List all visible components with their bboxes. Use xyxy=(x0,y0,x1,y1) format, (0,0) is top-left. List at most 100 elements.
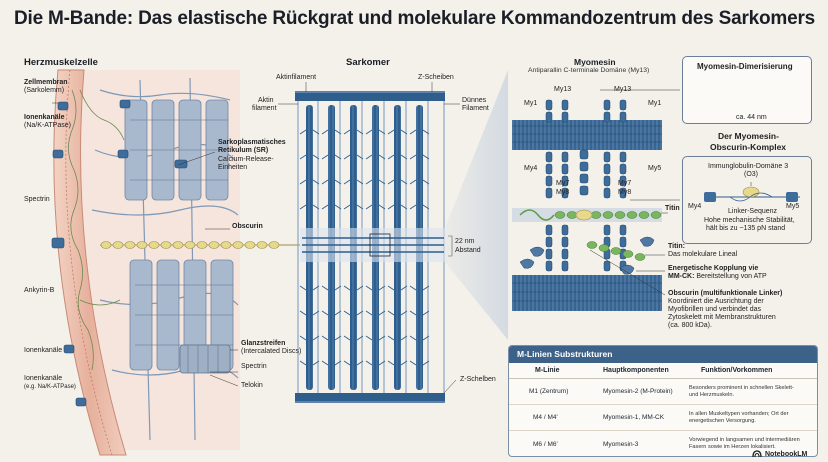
label-kopplung-1: Energetische Kopplung vie xyxy=(668,265,759,272)
label-mm-ck: MM-CK: xyxy=(668,273,695,280)
label-abstand: Abstand xyxy=(455,247,481,254)
label-atp: Bereitstellung von ATP xyxy=(696,273,767,280)
label-my4-left: My4 xyxy=(524,165,538,172)
label-kopplung-2: MM-CK: Bereitstellung von ATP xyxy=(668,273,767,281)
cardiomyocyte-illustration xyxy=(51,69,300,456)
notebooklm-label: NotebookLM xyxy=(765,450,808,458)
label-spectrin-right: Spectrin xyxy=(241,363,267,370)
table-cell-components: Myomesin-1, MM-CK xyxy=(603,414,665,421)
label-calcium-release: Calcium-Release- xyxy=(218,156,274,163)
complex-illustration xyxy=(704,182,800,202)
label-obscurin-left: Obscurin xyxy=(232,223,263,230)
table-cell-function-line-1: Besonders prominent in schnellen Skelett… xyxy=(689,384,794,391)
table-header-hauptkomponenten: Hauptkomponenten xyxy=(603,367,669,374)
label-my8-left: My8 xyxy=(556,189,570,196)
label-obscurin-desc-3: Myofibrillen und verbindet das xyxy=(668,306,761,313)
table-cell-line: M1 (Zentrum) xyxy=(529,388,569,395)
complex-my4: My4 xyxy=(688,203,702,210)
table-cell-function-line-2: Fasern sowie im Herzen lokalisiert. xyxy=(689,444,776,450)
heading-myomesin: Myomesin xyxy=(574,57,616,67)
table-title: M-Linien Substrukturen xyxy=(509,346,817,363)
m-line-table: M-Linien Substrukturen M-Linie Hauptkomp… xyxy=(508,345,818,457)
notebooklm-logo-icon xyxy=(752,450,762,458)
heading-herzmuskelzelle: Herzmuskelzelle xyxy=(24,57,98,68)
label-sarkolemm: (Sarkolemm) xyxy=(24,87,65,94)
table-cell-function: Besonders prominent in schnellen Skelett… xyxy=(685,385,817,399)
table-cell-function-line-2: und Herzmuskeln. xyxy=(689,391,735,398)
label-my1-right: My1 xyxy=(648,100,662,107)
label-sr-1: Sarkoplasmatisches xyxy=(218,139,286,146)
myomesin-detail-illustration xyxy=(512,89,680,311)
label-obscurin-desc-2: Koordiniert die Ausrichtung der xyxy=(668,298,764,305)
label-ionenkanaele-top: Ionenkanäle xyxy=(24,114,65,121)
dimerization-length: ca. 44 nm xyxy=(736,114,767,121)
label-obscurin-desc-5: (ca. 800 kDa). xyxy=(668,322,712,329)
label-obscurin-desc-1: Obscurin (multifunktionale Linker) xyxy=(668,290,783,297)
table-cell-function-line-2: energetischen Versorgung. xyxy=(689,417,756,424)
table-cell-function-line-1: Vorwiegend in langsamen und intermediäre… xyxy=(689,437,800,443)
label-aktinfilament-top: Aktinfilament xyxy=(276,74,317,81)
table-cell-components: Myomesin-3 xyxy=(603,440,639,448)
label-duennes: Dünnes xyxy=(462,97,487,104)
label-sr-2: Retikulum (SR) xyxy=(218,147,269,154)
label-na-k-atpase: (Na/K-ATPase) xyxy=(24,122,71,129)
complex-o3: (O3) xyxy=(744,171,758,178)
table-cell-function-line-1: In allen Muskeltypen vorhanden; Ort der xyxy=(689,410,789,417)
table-header-funktion: Funktion/Vorkommen xyxy=(701,366,773,374)
page-title: Die M-Bande: Das elastische Rückgrat und… xyxy=(14,8,816,29)
dimerization-box xyxy=(682,56,812,124)
complex-title-2: Obscurin-Komplex xyxy=(710,142,787,152)
notebooklm-brand: NotebookLM xyxy=(752,450,807,458)
label-z-scheiben-bottom: Z-Schelben xyxy=(460,376,496,383)
complex-ig-domain: Immunglobulin-Domäne 3 xyxy=(708,163,789,170)
label-my13-right: My13 xyxy=(614,86,632,93)
label-22nm: 22 nm xyxy=(455,238,475,245)
complex-linker: Linker-Sequenz xyxy=(728,208,778,215)
label-titin-desc-1: Titin: xyxy=(668,243,685,250)
table-header-row: M-Linie Hauptkomponenten Funktion/Vorkom… xyxy=(509,363,817,379)
label-glanzstreifen: Glanzstreifen xyxy=(241,340,286,347)
table-header-m-linie: M-Linie xyxy=(535,367,560,374)
label-eg-na-k-atpase: (e.g. Na/K-ATPase) xyxy=(24,384,76,390)
table-cell-line: M4 / M4' xyxy=(533,414,558,421)
complex-title-1: Der Myomesin- xyxy=(718,131,779,141)
label-my1-left: My1 xyxy=(524,100,538,107)
complex-my5: My5 xyxy=(786,203,800,210)
label-my7-left: My7 xyxy=(556,180,570,187)
complex-stability-1: Hohe mechanische Stabilität, xyxy=(704,217,795,224)
label-aktin: Aktin xyxy=(258,97,274,104)
subheading-myomesin: Antiparallin C-terminale Domäne (My13) xyxy=(528,67,650,74)
label-filament-right: Filament xyxy=(462,105,489,112)
label-my13-left: My13 xyxy=(554,86,572,93)
label-obscurin-desc-4: Zytoskelett mit Membranstrukturen xyxy=(668,314,776,321)
table-cell-function: In allen Muskeltypen vorhanden; Ort der … xyxy=(685,411,817,425)
sarcomere-illustration xyxy=(278,82,460,403)
table-cell-function: Vorwiegend in langsamen und intermediäre… xyxy=(685,437,817,451)
zoom-cone xyxy=(445,70,508,340)
label-my8-right: My8 xyxy=(618,189,632,196)
label-ionenkanaele-mid: Ionenkanäle xyxy=(24,347,63,354)
complex-box xyxy=(682,156,812,244)
table-row: M4 / M4' Myomesin-1, MM-CK In allen Musk… xyxy=(509,405,817,431)
dimerization-title: Myomesin-Dimerisierung xyxy=(697,62,793,71)
label-intercalated-discs: (Intercalated Discs) xyxy=(241,348,302,355)
table-cell-components: Myomesin-2 (M-Protein) xyxy=(603,388,673,395)
label-ankyrin-b: Ankyrin-B xyxy=(24,287,55,294)
label-z-scheiben-top: Z-Scheiben xyxy=(418,74,454,81)
label-spectrin-left: Spectrin xyxy=(24,196,50,203)
table-row: M1 (Zentrum) Myomesin-2 (M-Protein) Beso… xyxy=(509,379,817,405)
table-row: M6 / M6' Myomesin-3 Vorwiegend in langsa… xyxy=(509,431,817,456)
label-telokin: Telokin xyxy=(241,382,263,389)
label-titin: Titin xyxy=(665,205,680,212)
label-einheiten: Einheiten xyxy=(218,164,248,171)
heading-sarkomer: Sarkomer xyxy=(346,57,390,68)
table-cell-line: M6 / M6' xyxy=(533,440,558,448)
label-filament: filament xyxy=(252,105,277,112)
label-my7-right: My7 xyxy=(618,180,632,187)
label-titin-desc-2: Das molekulare Lineal xyxy=(668,251,738,258)
complex-stability-2: hält bis zu ~135 pN stand xyxy=(706,225,786,232)
label-ionenkanaele-bottom: Ionenkanäle xyxy=(24,375,63,382)
label-zellmembran: Zellmembran xyxy=(24,79,68,86)
label-my5-right: My5 xyxy=(648,165,662,172)
